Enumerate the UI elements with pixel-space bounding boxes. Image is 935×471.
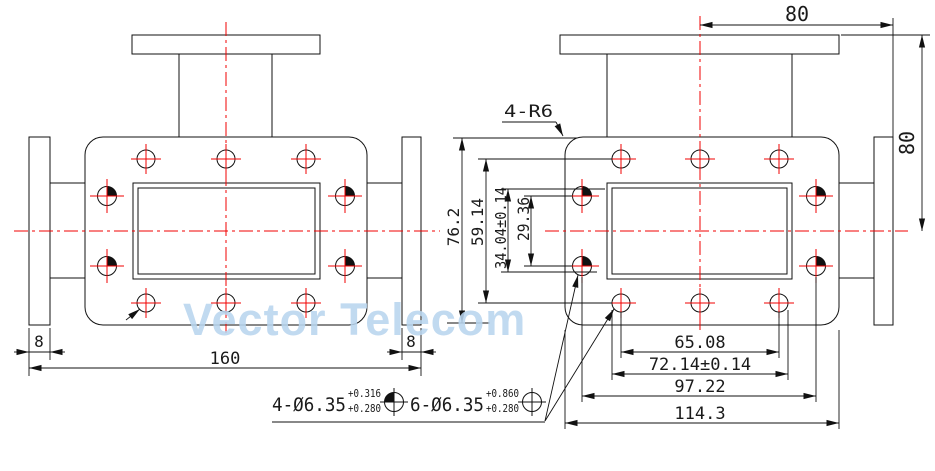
dim-hole-rows-spacing: 59.14 xyxy=(468,198,487,246)
dim-flange-length: 114.3 xyxy=(674,404,725,424)
hole-quadrant-fill xyxy=(345,256,355,266)
dim-side-hole-span: 97.22 xyxy=(674,377,725,397)
hole-quadrant-fill xyxy=(816,256,826,266)
left-view-outline xyxy=(28,34,422,326)
bolt-hole-symbol-icon xyxy=(518,388,546,416)
dim-hole-span-inner: 65.08 xyxy=(674,333,725,353)
corner-radius-label: 4-R6 xyxy=(504,102,553,122)
dim-side-hole-spacing-v: 29.36 xyxy=(514,197,533,241)
leader-to-bolt-hole xyxy=(544,308,615,422)
dim-hole-span-mid: 72.14±0.14 xyxy=(649,355,751,375)
left-view-bolt-holes xyxy=(90,144,362,318)
right-view-vertical-dimensions: 76.2 59.14 34.04±0.14 29.36 xyxy=(444,137,612,324)
right-view-bolt-holes xyxy=(565,144,833,330)
centerlines xyxy=(14,16,908,333)
dim-top-port-offset: 80 xyxy=(785,2,809,26)
hole-note-group2-tol-lower: +0.280 xyxy=(486,402,519,415)
dim-flange-height: 76.2 xyxy=(444,208,463,247)
hole-note-group1-tol-lower: +0.280 xyxy=(348,402,381,415)
dowel-hole-symbol-icon xyxy=(380,388,408,416)
dim-flange-thickness-left: 8 xyxy=(34,332,44,351)
hole-crosshairs xyxy=(90,144,362,318)
hole-note-group2-tol-upper: +0.860 xyxy=(486,387,519,400)
hole-note-group2: 6-Ø6.35 xyxy=(410,394,484,416)
hole-quadrant-fill xyxy=(582,186,592,196)
left-view-dimensions: 8 8 160 xyxy=(14,308,436,376)
right-view-bottom-dimensions: 65.08 72.14±0.14 97.22 114.3 xyxy=(564,277,840,429)
hole-quadrant-fill xyxy=(107,186,117,196)
hole-callout-note: 4-Ø6.35 +0.316 +0.280 6-Ø6.35 +0.860 +0.… xyxy=(272,274,615,423)
right-view-top-dimensions: 80 80 xyxy=(700,2,930,231)
dim-flange-thickness-right: 8 xyxy=(406,332,416,351)
hole-quadrant-fill xyxy=(582,256,592,266)
hole-quadrant-fill xyxy=(107,256,117,266)
hole-quadrant-fill xyxy=(816,186,826,196)
hole-leader-stub xyxy=(125,308,141,321)
hole-note-group1: 4-Ø6.35 xyxy=(272,394,346,416)
dim-side-port-height: 80 xyxy=(895,131,919,155)
leader-to-dowel-hole xyxy=(544,274,579,422)
right-view-outline xyxy=(559,34,894,326)
hole-crosshairs xyxy=(565,144,833,330)
hole-note-group1-tol-upper: +0.316 xyxy=(348,387,381,400)
hole-quadrant-fill xyxy=(345,186,355,196)
dim-overall-length: 160 xyxy=(210,349,241,369)
dim-aperture-height: 34.04±0.14 xyxy=(492,187,510,269)
corner-radius-note: 4-R6 xyxy=(502,102,564,137)
